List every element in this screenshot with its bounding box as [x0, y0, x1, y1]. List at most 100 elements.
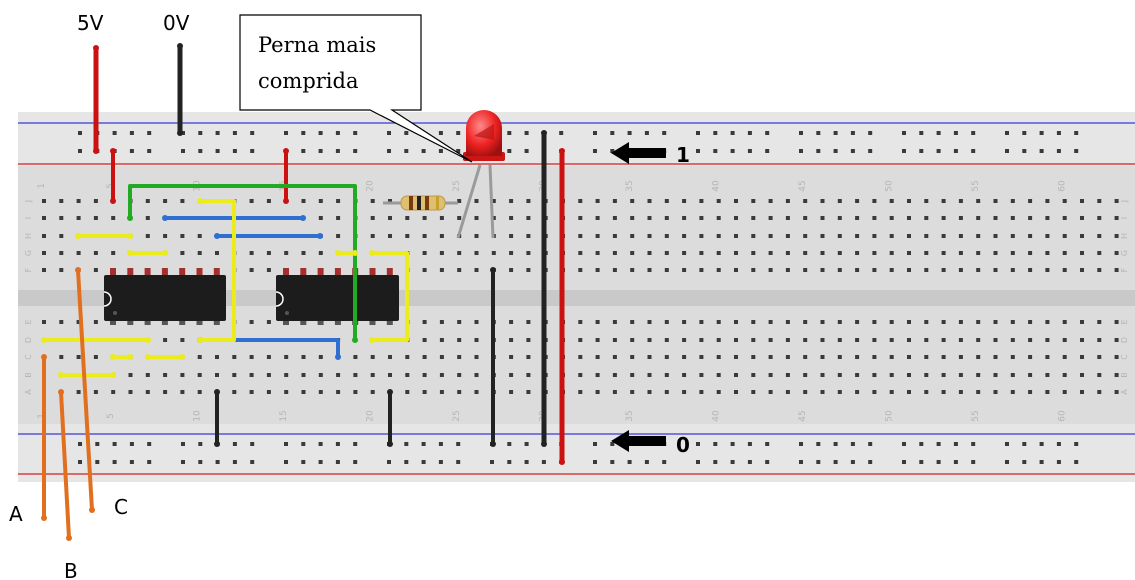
- power-rail-hole: [971, 149, 976, 153]
- breadboard-hole: [266, 355, 271, 359]
- power-rail-hole: [627, 131, 632, 135]
- breadboard-hole: [301, 251, 306, 255]
- power-rail-hole: [1074, 442, 1079, 446]
- breadboard-hole: [907, 320, 911, 324]
- breadboard-hole: [1097, 320, 1102, 324]
- breadboard-hole: [180, 338, 185, 342]
- power-rail-hole: [593, 442, 597, 446]
- power-rail-hole: [902, 149, 906, 153]
- power-rail-hole: [78, 131, 82, 135]
- breadboard-hole: [353, 355, 358, 359]
- power-rail-hole: [816, 131, 821, 135]
- power-rail-hole: [1056, 442, 1061, 446]
- ic-chip-right: [275, 268, 399, 325]
- breadboard-hole: [59, 199, 64, 203]
- breadboard-hole: [180, 373, 185, 377]
- breadboard-hole: [768, 268, 773, 272]
- power-rail-hole: [936, 131, 941, 135]
- breadboard-hole: [578, 268, 583, 272]
- power-rail-hole: [490, 460, 494, 464]
- breadboard-hole: [301, 199, 306, 203]
- breadboard-hole: [682, 216, 687, 220]
- breadboard-hole: [768, 251, 773, 255]
- breadboard-hole: [163, 234, 168, 238]
- breadboard-hole: [820, 268, 825, 272]
- ic-pin-top: [369, 268, 376, 276]
- breadboard-hole: [111, 251, 116, 255]
- breadboard-hole: [630, 355, 635, 359]
- breadboard-hole: [734, 320, 738, 324]
- power-rail-hole: [850, 131, 855, 135]
- breadboard-hole: [1080, 390, 1084, 394]
- resistor: [400, 195, 446, 211]
- breadboard-hole: [595, 199, 600, 203]
- ic-pin-top: [334, 268, 341, 276]
- breadboard-hole: [716, 338, 721, 342]
- breadboard-hole: [318, 373, 323, 377]
- power-rail-hole: [353, 149, 358, 153]
- breadboard-hole: [422, 251, 427, 255]
- power-rail-hole: [936, 442, 941, 446]
- breadboard-hole: [976, 216, 981, 220]
- breadboard-hole: [76, 199, 81, 203]
- breadboard-hole: [647, 199, 652, 203]
- breadboard-hole: [612, 320, 617, 324]
- breadboard-hole: [266, 320, 271, 324]
- breadboard-hole: [595, 268, 600, 272]
- breadboard-hole: [647, 216, 652, 220]
- breadboard-hole: [388, 216, 392, 220]
- power-rail-hole: [662, 460, 667, 464]
- breadboard-hole: [128, 373, 133, 377]
- breadboard-hole: [474, 268, 479, 272]
- breadboard-hole: [457, 199, 462, 203]
- power-rail-hole: [593, 149, 597, 153]
- breadboard-hole: [855, 390, 860, 394]
- power-rail-hole: [765, 460, 770, 464]
- breadboard-hole: [457, 390, 462, 394]
- breadboard-hole: [526, 390, 531, 394]
- breadboard-hole: [682, 355, 687, 359]
- breadboard-hole: [474, 373, 479, 377]
- row-letter-left: D: [24, 337, 33, 343]
- power-rail-hole: [593, 460, 597, 464]
- breadboard-hole: [1097, 216, 1102, 220]
- breadboard-hole: [872, 216, 877, 220]
- breadboard-hole: [1010, 355, 1015, 359]
- breadboard-hole: [889, 373, 894, 377]
- wire-yellow-short-2-end: [162, 250, 168, 256]
- breadboard-hole: [439, 390, 444, 394]
- breadboard-hole: [837, 338, 842, 342]
- breadboard-hole: [439, 338, 444, 342]
- breadboard-hole: [768, 338, 773, 342]
- breadboard-hole: [630, 199, 635, 203]
- breadboard-hole: [941, 373, 946, 377]
- breadboard-hole: [42, 216, 46, 220]
- power-rail-hole: [833, 460, 838, 464]
- power-rail-hole: [181, 442, 185, 446]
- power-rail-hole: [507, 460, 512, 464]
- breadboard-hole: [958, 338, 963, 342]
- wire-yellow-short-end: [127, 233, 133, 239]
- wire-black-rail-link-end: [541, 130, 547, 136]
- breadboard-hole: [889, 320, 894, 324]
- breadboard-hole: [785, 234, 790, 238]
- ic-pin-top: [317, 268, 324, 276]
- breadboard-hole: [1062, 355, 1067, 359]
- breadboard-hole: [699, 338, 704, 342]
- breadboard-hole: [249, 390, 254, 394]
- wire-yellow-short-3-end: [335, 250, 341, 256]
- breadboard-hole: [751, 216, 756, 220]
- power-rail-hole: [318, 460, 323, 464]
- breadboard-hole: [491, 216, 496, 220]
- breadboard-hole: [578, 234, 583, 238]
- breadboard-hole: [1010, 216, 1015, 220]
- breadboard-hole: [439, 234, 444, 238]
- breadboard-hole: [111, 216, 116, 220]
- column-number-bottom: 55: [971, 410, 981, 421]
- breadboard-hole: [993, 216, 998, 220]
- breadboard-hole: [59, 268, 64, 272]
- breadboard-hole: [457, 338, 462, 342]
- breadboard-hole: [889, 390, 894, 394]
- breadboard-hole: [388, 234, 392, 238]
